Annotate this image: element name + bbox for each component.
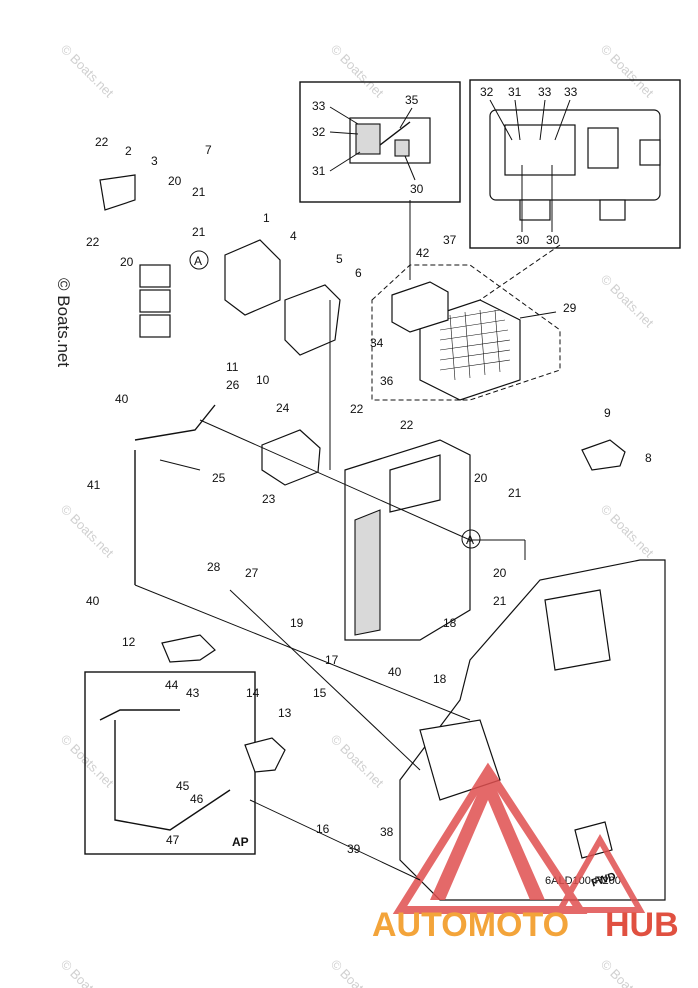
callout-22: 22 <box>400 418 414 432</box>
callout-6: 6 <box>355 266 362 280</box>
callout-31: 31 <box>312 164 326 178</box>
cover-8 <box>581 439 626 471</box>
callout-44: 44 <box>165 678 179 692</box>
watermark: © Boats.net <box>328 732 387 791</box>
callout-23: 23 <box>262 492 276 506</box>
watermark: © Boats.net <box>598 272 657 331</box>
callout-35: 35 <box>405 93 419 107</box>
callout-33: 33 <box>564 85 578 99</box>
ecm-connector-drawing <box>489 109 661 221</box>
callout-14: 14 <box>246 686 260 700</box>
leader-lines <box>134 300 471 881</box>
ref-marker-a-circle <box>461 529 481 549</box>
electrical-bracket-17 <box>344 439 471 641</box>
callout-32: 32 <box>480 85 494 99</box>
small-module-drawing <box>349 117 431 164</box>
callout-33: 33 <box>312 99 326 113</box>
callout-47: 47 <box>166 833 180 847</box>
harness-47 <box>99 709 231 831</box>
callout-26: 26 <box>226 378 240 392</box>
callout-4: 4 <box>290 229 297 243</box>
solenoid-23 <box>261 429 321 486</box>
callout-21: 21 <box>192 185 206 199</box>
brand-automoto: AUTOMOTO <box>372 906 569 944</box>
watermark: © Boats.net <box>58 732 117 791</box>
callout-20: 20 <box>493 566 507 580</box>
callout-20: 20 <box>168 174 182 188</box>
callout-22: 22 <box>350 402 364 416</box>
callout-40: 40 <box>388 665 402 679</box>
watermark: © Boats.net <box>58 502 117 561</box>
ignition-coil-assembly <box>99 174 341 356</box>
callout-13: 13 <box>278 706 292 720</box>
callout-12: 12 <box>122 635 136 649</box>
callout-27: 27 <box>245 566 259 580</box>
battery-cable-41 <box>134 404 216 585</box>
callout-11: 11 <box>226 360 239 374</box>
automotohub-logo <box>392 762 646 914</box>
callout-21: 21 <box>192 225 206 239</box>
callout-20: 20 <box>120 255 134 269</box>
callout-15: 15 <box>313 686 327 700</box>
callout-31: 31 <box>508 85 522 99</box>
detail-box-left <box>299 81 461 203</box>
callout-30: 30 <box>410 182 424 196</box>
callout-40: 40 <box>115 392 129 406</box>
callout-21: 21 <box>508 486 522 500</box>
watermark: © Boats.net <box>58 42 117 101</box>
callout-33: 33 <box>538 85 552 99</box>
callout-34: 34 <box>370 336 384 350</box>
boats-net-vertical-label: © Boats.net <box>54 278 73 367</box>
callout-42: 42 <box>416 246 430 260</box>
callout-32: 32 <box>312 125 326 139</box>
callout-41: 41 <box>87 478 101 492</box>
callout-36: 36 <box>380 374 394 388</box>
callout-43: 43 <box>186 686 200 700</box>
callout-1: 1 <box>263 211 270 225</box>
callout-24: 24 <box>276 401 290 415</box>
callout-21: 21 <box>493 594 507 608</box>
detail-box-right <box>469 79 681 249</box>
watermark: © Boats.net <box>598 42 657 101</box>
callout-30: 30 <box>546 233 560 247</box>
callout-22: 22 <box>86 235 100 249</box>
rectifier-13 <box>244 737 286 773</box>
callout-38: 38 <box>380 825 394 839</box>
ap-detail-box <box>84 671 256 855</box>
ecm-dashed-box <box>371 264 561 401</box>
callout-30: 30 <box>516 233 530 247</box>
callout-37: 37 <box>443 233 457 247</box>
callout-20: 20 <box>474 471 488 485</box>
callout-29: 29 <box>563 301 577 315</box>
brand-hub: HUB <box>605 906 679 944</box>
callout-46: 46 <box>190 792 204 806</box>
callout-22: 22 <box>95 135 109 149</box>
clamp-12 <box>161 634 216 663</box>
callout-18: 18 <box>433 672 447 686</box>
callout-9: 9 <box>604 406 611 420</box>
callout-10: 10 <box>256 373 270 387</box>
ecm-unit-drawing <box>391 281 521 401</box>
callout-40: 40 <box>86 594 100 608</box>
callout-17: 17 <box>325 653 339 667</box>
ref-marker-a: A <box>194 254 202 268</box>
ref-marker-a-circle <box>189 250 209 270</box>
callout-7: 7 <box>205 143 212 157</box>
callout-3: 3 <box>151 154 158 168</box>
watermark: © Boats.net <box>328 42 387 101</box>
ap-label: AP <box>232 835 249 849</box>
callout-5: 5 <box>336 252 343 266</box>
callout-2: 2 <box>125 144 132 158</box>
callout-25: 25 <box>212 471 226 485</box>
watermark: © Boats.net <box>328 957 387 988</box>
callout-45: 45 <box>176 779 190 793</box>
callout-8: 8 <box>645 451 652 465</box>
watermark: © Boats.net <box>58 957 117 988</box>
callout-19: 19 <box>290 616 304 630</box>
watermark: © Boats.net <box>598 957 657 988</box>
callout-28: 28 <box>207 560 221 574</box>
callout-18: 18 <box>443 616 457 630</box>
watermark: © Boats.net <box>598 502 657 561</box>
